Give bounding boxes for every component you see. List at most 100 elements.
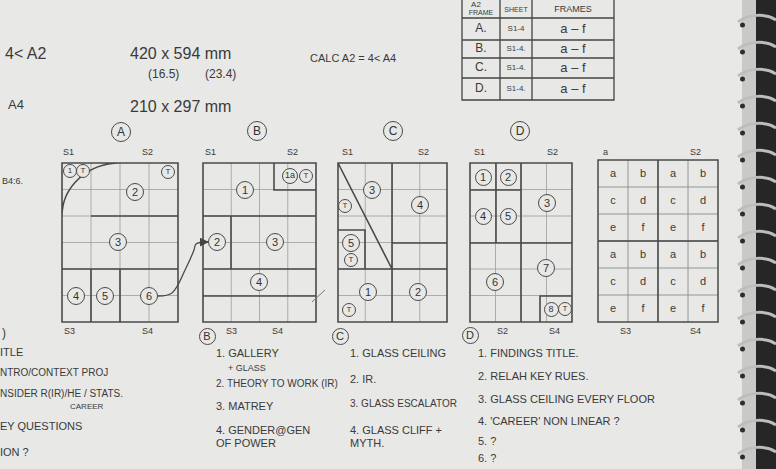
circle-text: 1 — [68, 167, 72, 175]
list-item: 3. GLASS ESCALATOR — [350, 398, 457, 410]
list-item: 1. GLASS CEILING — [350, 347, 446, 360]
grid-lines — [203, 163, 316, 322]
frame-letter: f — [641, 221, 644, 234]
circle-text: T — [343, 202, 348, 210]
circle-text: T — [347, 306, 352, 314]
circle-text: T — [166, 168, 171, 176]
sheet-label: S1 — [205, 147, 216, 157]
dimension-note: (16.5) — [148, 68, 179, 82]
sheet-label: S3 — [620, 326, 631, 336]
frame-number: 1 — [63, 164, 77, 178]
frame-letter: f — [701, 302, 704, 315]
sheet-label: S4 — [272, 326, 283, 336]
frame-number: 2 — [409, 283, 427, 301]
frame-number: 3 — [109, 233, 127, 251]
frame-table — [462, 0, 614, 100]
frame-number: T — [76, 164, 90, 178]
dimension-note: A4 — [8, 98, 24, 113]
list-item: 3. MATREY — [216, 400, 273, 413]
circle-text: T — [349, 256, 354, 264]
list-item: 6. ? — [478, 452, 496, 465]
list-item: + GLASS — [228, 363, 266, 373]
sheet-label: S2 — [497, 326, 508, 336]
frame-number: 7 — [537, 259, 555, 277]
frame-number: 2 — [208, 233, 226, 251]
circle-text: T — [304, 172, 309, 180]
frame-number: T — [299, 169, 313, 183]
sheet-label: S2 — [142, 147, 153, 157]
grid-lines — [62, 163, 178, 322]
table-cell: S1-4. — [506, 63, 525, 72]
frame-letter: e — [670, 221, 676, 234]
dimension-note: 4< A2 — [5, 45, 46, 63]
circle-text: A — [117, 126, 125, 138]
frame-number: 2 — [500, 169, 517, 186]
circle-text: 4 — [480, 211, 486, 222]
frame-letter: d — [700, 194, 706, 207]
frame-number: 1 — [236, 181, 254, 199]
circle-text: 2 — [214, 237, 220, 248]
frame-number: 6 — [486, 273, 504, 291]
frame-number: 1 — [475, 169, 492, 186]
circle-text: 1 — [242, 185, 248, 196]
circle-text: 1 — [480, 172, 486, 183]
frame-number: 4 — [475, 208, 492, 225]
frame-layout — [203, 163, 316, 322]
circle-text: 4 — [73, 291, 79, 302]
list-item: ITLE — [0, 346, 23, 359]
frame-letter: b — [640, 167, 646, 180]
table-cell: C. — [475, 61, 487, 75]
sheet-label: a — [603, 147, 608, 157]
frame-letter: f — [701, 221, 704, 234]
grid-lines — [338, 163, 447, 322]
table-cell: a – f — [560, 42, 585, 57]
list-item: NSIDER R(IR)/HE / STATS. — [0, 388, 123, 400]
frame-layout — [338, 163, 447, 322]
section-letter: A — [111, 122, 131, 142]
frame-letter: a — [670, 167, 676, 180]
frame-letter: a — [610, 248, 616, 261]
section-letter: D — [510, 121, 530, 141]
frame-letter: e — [670, 302, 676, 315]
list-item: 2. IR. — [350, 373, 376, 386]
list-item: CAREER — [70, 402, 103, 411]
section-letter: D — [462, 327, 479, 344]
table-cell: a – f — [560, 61, 585, 76]
frame-number: 8 — [544, 302, 559, 317]
table-cell: B. — [475, 42, 486, 56]
sheet-label: S2 — [287, 147, 298, 157]
frame-number: 3 — [538, 194, 556, 212]
section-letter: C — [332, 328, 349, 345]
frame-letter: b — [640, 248, 646, 261]
grid-lines — [470, 163, 572, 322]
frame-number: 5 — [500, 208, 517, 225]
table-cell: S1-4. — [506, 84, 525, 93]
list-item: 5. ? — [478, 435, 496, 448]
circle-text: T — [563, 305, 568, 313]
list-item: ION ? — [0, 446, 29, 459]
frame-letter: c — [670, 194, 676, 207]
circle-text: 2 — [132, 187, 138, 198]
circle-text: 3 — [272, 237, 278, 248]
circle-text: 7 — [543, 263, 549, 274]
pencil-stroke — [312, 290, 325, 302]
section-letter: B — [247, 121, 267, 141]
table-cell: a – f — [560, 82, 585, 97]
frame-number: 3 — [266, 233, 284, 251]
frame-number: 2 — [126, 183, 144, 201]
frame-letter: b — [700, 248, 706, 261]
frame-letter: d — [640, 194, 646, 207]
circle-text: 4 — [256, 277, 262, 288]
curved-arrow — [158, 242, 208, 296]
sheet-label: B4:6. — [2, 176, 23, 186]
frame-layout — [470, 163, 572, 322]
circle-text: C — [336, 331, 344, 342]
circle-text: T — [81, 167, 86, 175]
circle-text: 2 — [415, 287, 421, 298]
frame-letter: c — [610, 275, 616, 288]
frame-number: 4 — [250, 273, 268, 291]
list-item: ) — [2, 327, 6, 341]
table-cell: A2 — [471, 0, 481, 9]
list-item: 3. GLASS CEILING EVERY FLOOR — [478, 393, 655, 406]
